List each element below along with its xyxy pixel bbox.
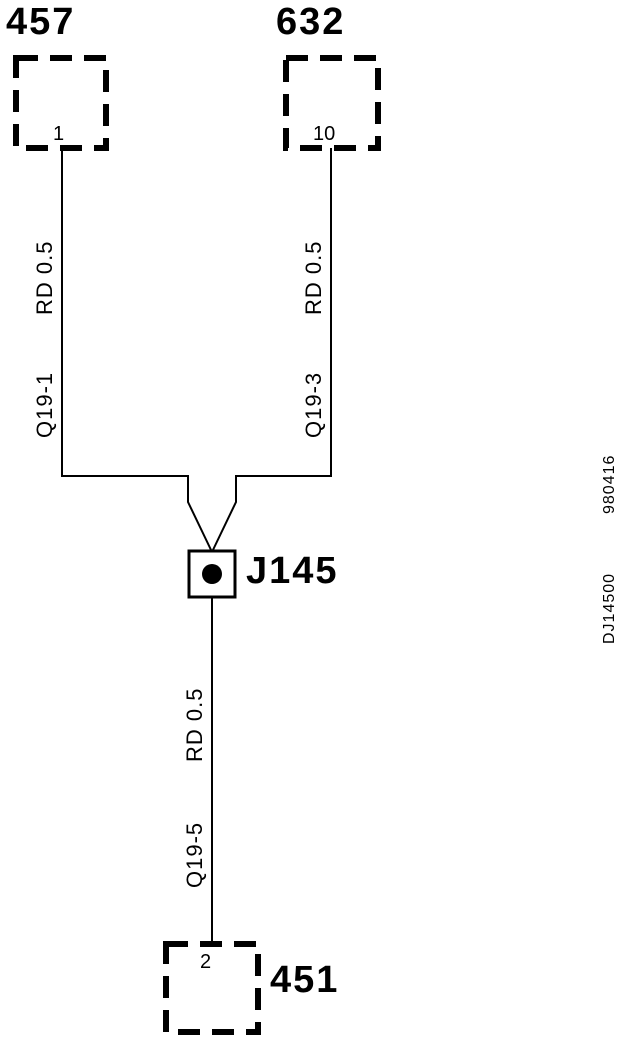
drawing-number-label: DJ14500 [601,573,618,644]
date-code-label: 980416 [601,455,618,514]
connector-632-box [283,55,381,151]
wire-q19-5-spec-label: RD 0.5 [182,688,207,762]
splice-j145[interactable]: J145 [187,549,339,599]
wire-q19-1-circuit-label: Q19-1 [32,372,57,438]
wire-q19-3-spec-label: RD 0.5 [301,241,326,315]
connector-451-box [163,941,261,1035]
connector-632-label: 632 [276,1,345,43]
connector-457-pin-label: 1 [53,123,64,145]
wire-q19-1[interactable] [61,148,213,553]
connector-632-pin-label: 10 [313,123,335,145]
connector-451-label: 451 [270,959,339,1001]
wire-q19-3-circuit-label: Q19-3 [301,372,326,438]
connector-451-pin-label: 2 [200,951,211,973]
wire-q19-5-circuit-label: Q19-5 [182,822,207,888]
splice-dot-icon [202,564,222,584]
connector-457[interactable]: 457 1 [6,1,109,151]
wire-q19-3[interactable] [211,148,332,553]
splice-j145-label: J145 [246,550,339,592]
connector-632[interactable]: 632 10 [276,1,381,151]
connector-457-label: 457 [6,1,75,43]
wire-q19-1-spec-label: RD 0.5 [32,241,57,315]
connector-451[interactable]: 2 451 [163,941,339,1035]
